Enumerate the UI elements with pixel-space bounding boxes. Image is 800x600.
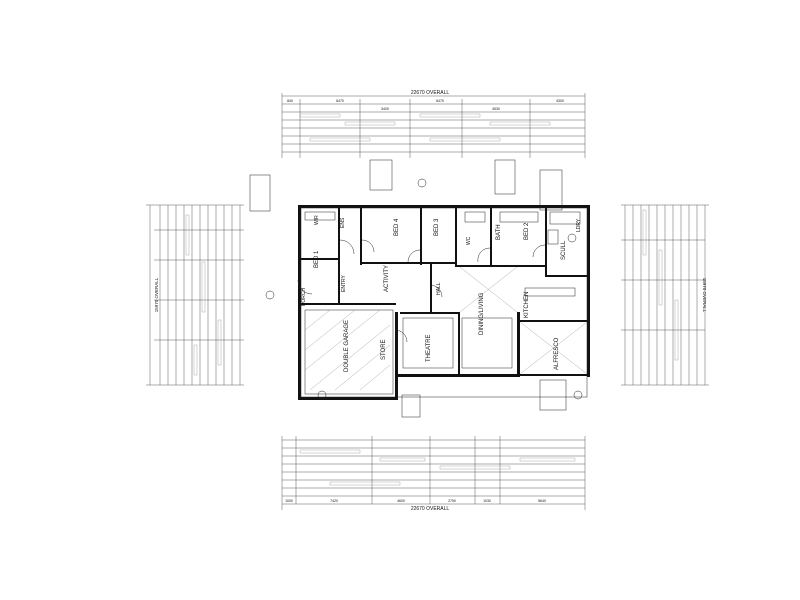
callouts — [249, 159, 583, 418]
bottom-overall-label: 22670 OVERALL — [411, 506, 450, 512]
room-ldry-label: LDRY — [576, 218, 582, 232]
room-store-label: STORE — [381, 339, 387, 360]
room-bed1-label: BED 1 — [314, 250, 320, 268]
room-ens-label: ENS — [340, 217, 346, 228]
bottom-dim-5: 1030 — [483, 499, 491, 503]
room-wc-label: WC — [466, 236, 472, 245]
bottom-dim-4: 2750 — [448, 499, 456, 503]
bottom-dim-1: 1000 — [285, 499, 293, 503]
room-hall-label: HALL — [436, 282, 442, 295]
top-dim-3: 6470 — [436, 99, 444, 103]
top-dimension-block: 22670 OVERALL 840 6470 6470 4300 3400 45… — [281, 90, 586, 158]
room-theatre-label: THEATRE — [426, 334, 432, 362]
room-bed3-label: BED 3 — [434, 218, 440, 236]
bottom-dim-2: 7420 — [330, 499, 338, 503]
bottom-dimension-block: 1000 7420 4600 2750 1030 5640 22670 OVER… — [281, 436, 586, 512]
room-double-garage-label: DOUBLE GARAGE — [344, 320, 350, 372]
room-dining-living-label: DINING/LIVING — [479, 292, 485, 335]
room-bed4-label: BED 4 — [394, 218, 400, 236]
top-dim-2: 6470 — [336, 99, 344, 103]
left-dimension-block: 15970 OVERALL — [146, 204, 244, 386]
right-dimension-block: 15970 OVERALL — [621, 204, 709, 386]
left-overall-label: 15970 OVERALL — [154, 277, 159, 312]
top-dim-5: 3400 — [381, 107, 389, 111]
bottom-dim-6: 5640 — [538, 499, 546, 503]
room-bed2-label: BED 2 — [524, 222, 530, 240]
top-dim-1: 840 — [287, 99, 293, 103]
room-entry-label: ENTRY — [341, 274, 347, 292]
room-alfresco-label: ALFRESCO — [554, 337, 560, 370]
room-wir-label: WIR — [314, 215, 320, 225]
room-kitchen-label: KITCHEN — [524, 292, 530, 318]
room-porch-label: PORCH — [301, 288, 307, 306]
bottom-dim-3: 4600 — [397, 499, 405, 503]
right-overall-label: 15970 OVERALL — [702, 278, 707, 313]
top-overall-label: 22670 OVERALL — [411, 90, 450, 96]
top-dim-4: 4300 — [556, 99, 564, 103]
room-bath-label: BATH — [496, 224, 502, 240]
top-dim-6: 4530 — [492, 107, 500, 111]
floor-plan: BED 1 ENS WIR BED 4 BED 3 BATH WC BED 2 … — [297, 205, 590, 400]
room-scull-label: SCULL — [561, 240, 567, 260]
room-activity-label: ACTIVITY — [384, 265, 390, 292]
